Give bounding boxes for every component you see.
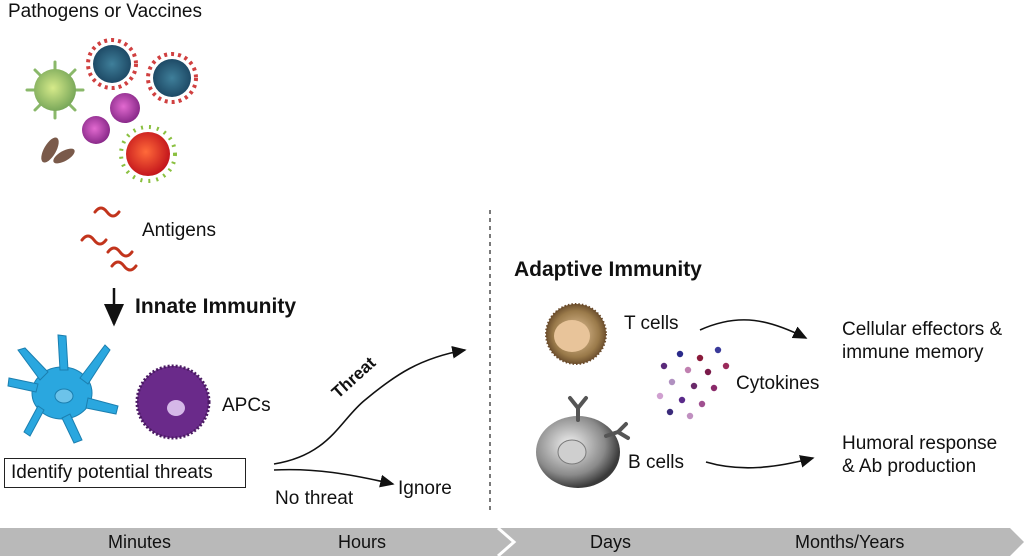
innate-immunity-heading: Innate Immunity <box>135 295 297 318</box>
pathogens-label: Pathogens or Vaccines <box>8 1 202 22</box>
antigens-illustration <box>80 206 138 272</box>
cellular-effectors-label-line2: immune memory <box>842 342 984 363</box>
purple-particle-icon <box>110 93 140 123</box>
purple-particle-icon-2 <box>82 116 110 144</box>
adaptive-immunity-heading: Adaptive Immunity <box>514 258 702 281</box>
green-virus-icon <box>25 60 85 120</box>
humoral-response-label-line1: Humoral response <box>842 433 998 454</box>
apc-cell-icon <box>135 364 211 440</box>
no-threat-label: No threat <box>275 488 354 509</box>
cellular-effectors-label-line1: Cellular effectors & <box>842 319 1003 340</box>
blue-virus-icon-2 <box>146 52 198 104</box>
humoral-response-label-line2: & Ab production <box>842 456 977 477</box>
antigens-label: Antigens <box>142 220 216 241</box>
no-threat-arrow <box>273 468 395 488</box>
dendritic-cell-icon <box>7 334 119 444</box>
identify-threats-box: Identify potential threats <box>4 458 246 488</box>
bacteria-icon <box>41 137 75 164</box>
timeline-days: Days <box>590 532 632 552</box>
cytokines-illustration <box>656 346 730 420</box>
t-cell-icon <box>545 303 607 365</box>
timeline-months-years: Months/Years <box>795 532 905 552</box>
cytokines-label: Cytokines <box>736 373 820 394</box>
b-cell-icon <box>536 396 630 488</box>
red-virus-icon <box>119 125 177 183</box>
blue-virus-icon <box>86 38 138 90</box>
b-cell-arrow <box>705 455 815 469</box>
timeline-hours: Hours <box>338 532 387 552</box>
t-cell-arrow <box>699 319 808 339</box>
ignore-label: Ignore <box>398 478 452 499</box>
b-cells-label: B cells <box>628 452 684 473</box>
timeline-minutes: Minutes <box>108 532 172 552</box>
pathogens-illustration <box>25 38 198 183</box>
threat-arrow <box>273 345 467 465</box>
apcs-label: APCs <box>222 395 271 416</box>
timeline-bar <box>0 526 1024 558</box>
t-cells-label: T cells <box>624 313 679 334</box>
